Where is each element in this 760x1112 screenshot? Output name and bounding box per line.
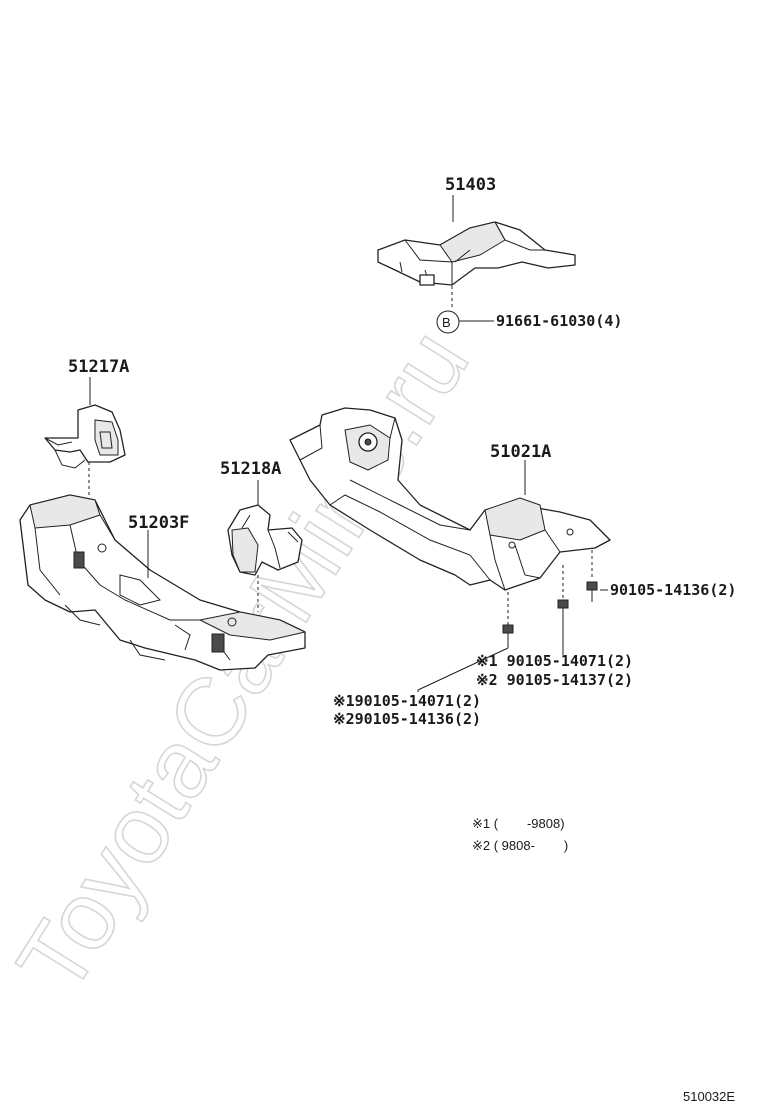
part-51217A-drawing bbox=[44, 404, 126, 469]
label-51218A: 51218A bbox=[220, 459, 281, 479]
part-51203F-drawing bbox=[19, 494, 306, 671]
label-51021A: 51021A bbox=[490, 442, 551, 462]
part-51218A-drawing bbox=[227, 504, 303, 576]
figure-id: 510032E bbox=[683, 1089, 735, 1104]
label-90105-14136-right: 90105-14136(2) bbox=[610, 581, 736, 599]
callout-letter: B bbox=[442, 315, 451, 330]
bolt-drawing-low bbox=[502, 592, 514, 648]
part-51403-drawing bbox=[377, 221, 576, 286]
note-1: ※1 ( -9808) bbox=[472, 816, 565, 831]
label-51403: 51403 bbox=[445, 175, 496, 195]
label-91661-61030: 91661-61030(4) bbox=[496, 312, 622, 330]
bolt-drawing-mid bbox=[557, 565, 569, 622]
label-bolt-low-1: ※190105-14071(2) bbox=[333, 692, 481, 710]
label-bolt-low-2: ※290105-14136(2) bbox=[333, 710, 481, 728]
part-51021A-drawing bbox=[289, 407, 611, 591]
label-51203F: 51203F bbox=[128, 513, 189, 533]
callout-circle bbox=[436, 310, 460, 334]
bolt-drawing-right bbox=[586, 550, 598, 602]
note-2: ※2 ( 9808- ) bbox=[472, 838, 568, 853]
label-51217A: 51217A bbox=[68, 357, 129, 377]
label-bolt-mid-2: ※2 90105-14137(2) bbox=[476, 671, 633, 689]
label-bolt-mid-1: ※1 90105-14071(2) bbox=[476, 652, 633, 670]
